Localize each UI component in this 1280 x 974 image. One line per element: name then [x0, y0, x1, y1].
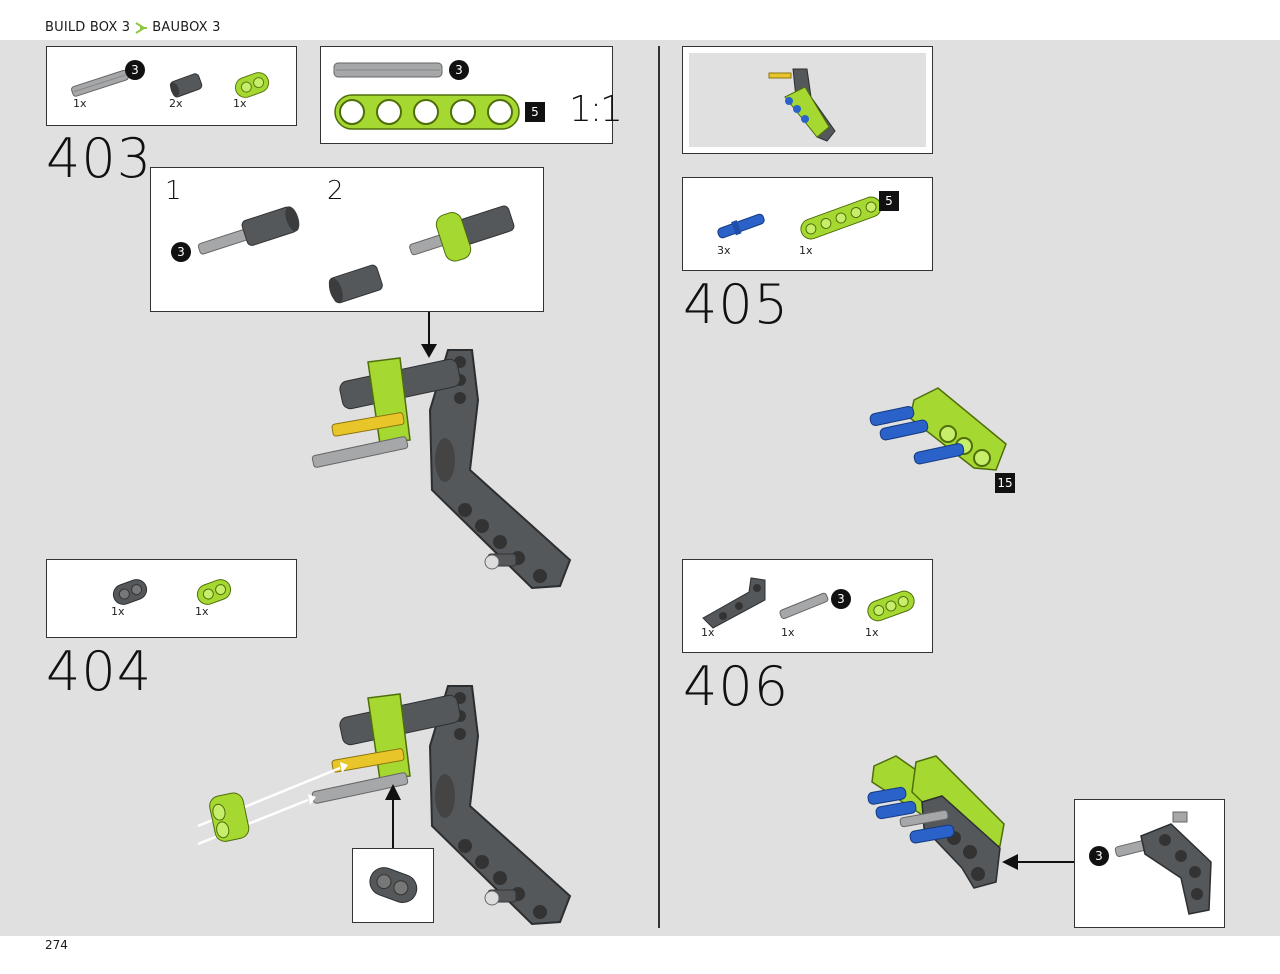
scale-label: 1:1	[569, 89, 623, 130]
qty-badge-lime-beam-5: 5	[879, 191, 899, 211]
dark-connector-part-icon	[169, 73, 203, 98]
blue-pin-part-icon	[717, 213, 765, 239]
qty-blue-pin: 3x	[717, 244, 731, 257]
qty-badge-axle: 3	[125, 60, 145, 80]
sub-part-box-404	[352, 848, 434, 923]
parts-list-405: 3x 5 1x	[682, 177, 933, 271]
sub-step-1: 1	[165, 176, 182, 206]
assembly-406-model	[867, 755, 1005, 889]
assembly-403-model	[311, 349, 572, 590]
lime-beam-2-part-icon	[196, 579, 232, 605]
sub-step-2: 2	[327, 176, 344, 206]
chevron-right-icon	[135, 21, 148, 34]
lime-beam-part-icon	[234, 72, 270, 98]
step-number-405: 405	[683, 273, 790, 336]
breadcrumb-build-box: BUILD BOX 3	[45, 20, 131, 35]
callout-badge-405: 15	[995, 473, 1015, 493]
qty-lime-beam-404: 1x	[195, 605, 209, 618]
qty-axle: 1x	[73, 97, 87, 110]
breadcrumb: BUILD BOX 3 BAUBOX 3	[45, 20, 221, 35]
sub-step-2-assembly	[328, 205, 515, 304]
reference-axle-badge: 3	[449, 60, 469, 80]
preview-model-405	[768, 68, 836, 142]
qty-dark-beam: 1x	[111, 605, 125, 618]
qty-lime-beam-3: 1x	[865, 626, 879, 639]
column-divider	[658, 46, 660, 928]
qty-lime-beam: 1x	[233, 97, 247, 110]
arrow-down-icon	[421, 312, 437, 358]
reference-axle-icon	[333, 62, 443, 78]
footer-band	[0, 936, 1280, 974]
step-number-404: 404	[46, 640, 153, 703]
header-band	[0, 0, 1280, 40]
qty-lime-beam-5: 1x	[799, 244, 813, 257]
reference-scale-box-403: 3 5 1:1	[320, 46, 623, 144]
callout-box-406: 3	[1074, 799, 1225, 928]
sub-step-1-assembly	[197, 206, 300, 255]
lime-beam-3-part-icon	[867, 590, 915, 622]
reference-beam-badge: 5	[525, 102, 545, 122]
arrow-up-icon	[385, 784, 401, 848]
qty-bent-liftarm: 1x	[701, 626, 715, 639]
lime-beam-5-part-icon	[800, 196, 882, 240]
page-number: 274	[45, 938, 68, 952]
callout-liftarm-model	[1114, 811, 1212, 915]
qty-connector: 2x	[169, 97, 183, 110]
sub-step-badge: 3	[171, 242, 191, 262]
qty-badge-axle-406: 3	[831, 589, 851, 609]
dark-beam-insert-icon	[369, 867, 418, 903]
qty-axle-406: 1x	[781, 626, 795, 639]
arrow-left-icon	[1002, 854, 1076, 870]
reference-beam-icon	[334, 94, 520, 130]
dark-beam-2-part-icon	[112, 579, 148, 605]
preview-box-405	[682, 46, 933, 154]
assembly-405-model	[869, 387, 1007, 471]
parts-list-403: 3 1x 2x 1x	[46, 46, 297, 126]
step-number-406: 406	[683, 655, 790, 718]
sub-assembly-box-403: 1 2 3	[150, 167, 544, 312]
dark-bent-liftarm-part-icon	[702, 577, 766, 629]
axle-406-part-icon	[779, 592, 829, 620]
assembly-404-model	[197, 685, 572, 926]
axle-part-icon	[71, 69, 129, 97]
parts-list-406: 1x 3 1x 1x	[682, 559, 933, 653]
callout-badge-406: 3	[1089, 846, 1109, 866]
parts-list-404: 1x 1x	[46, 559, 297, 638]
step-number-403: 403	[46, 127, 153, 190]
breadcrumb-baubox: BAUBOX 3	[152, 20, 221, 35]
